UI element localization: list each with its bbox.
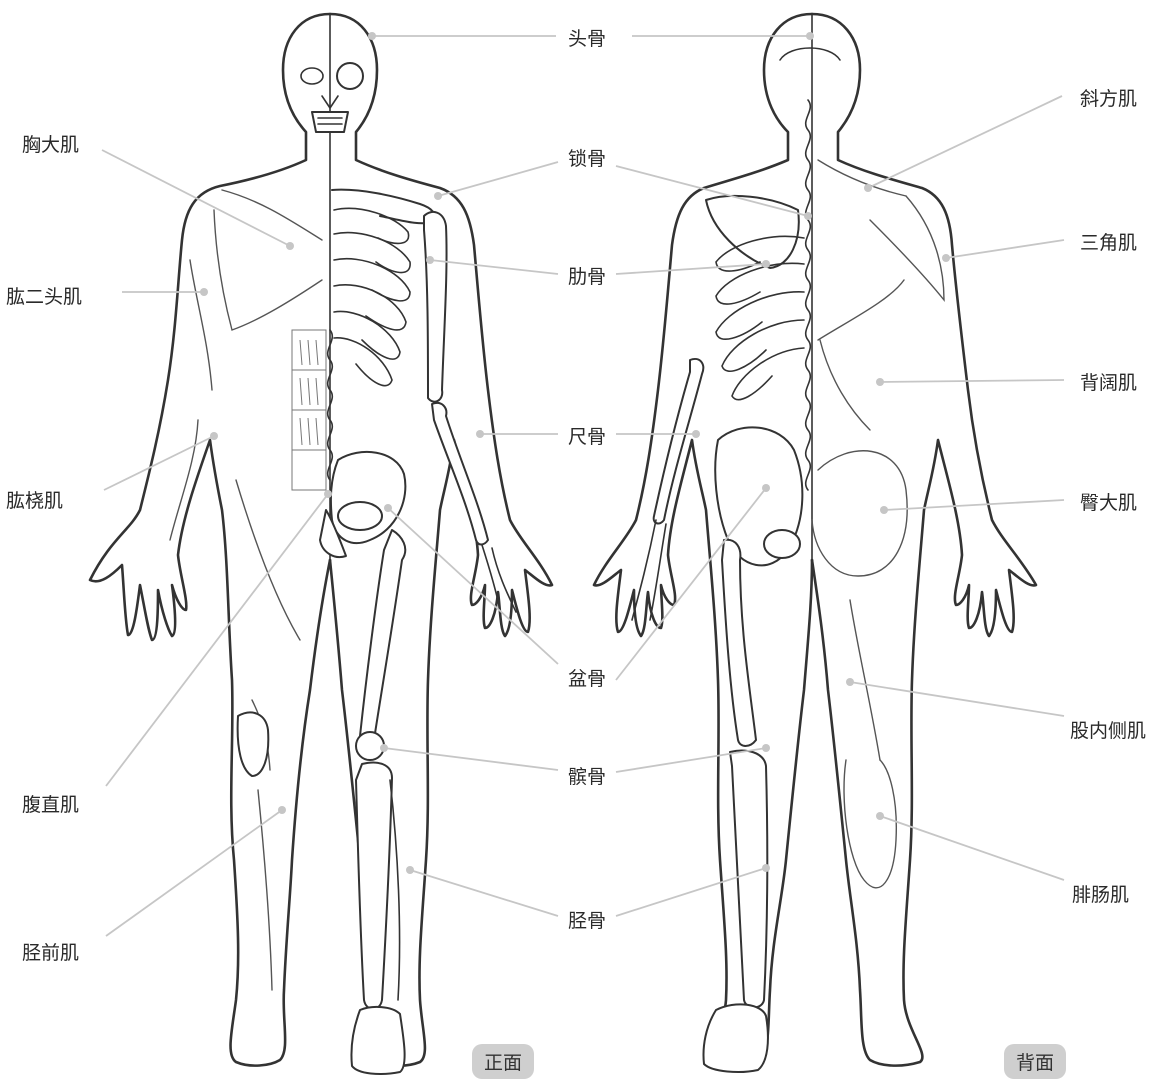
leader-tibialis: [106, 810, 282, 936]
leader-lines-left: [102, 150, 332, 936]
label-rectus-abdominis: 腹直肌: [22, 790, 79, 817]
label-trapezius: 斜方肌: [1080, 84, 1137, 111]
leader-rectus-abdominis: [106, 494, 328, 786]
label-brachioradialis: 肱桡肌: [6, 486, 63, 513]
label-patella: 髌骨: [568, 762, 606, 789]
back-figure: [594, 14, 1036, 1072]
label-skull: 头骨: [568, 24, 606, 51]
front-view-badge: 正面: [472, 1044, 534, 1079]
label-pectoralis: 胸大肌: [22, 130, 79, 157]
label-adductor: 股内侧肌: [1070, 716, 1146, 743]
leader-lines-right: [846, 96, 1064, 880]
leader-deltoid: [946, 240, 1064, 258]
label-clavicle: 锁骨: [568, 144, 606, 171]
label-tibia: 胫骨: [568, 906, 606, 933]
label-ulna: 尺骨: [568, 422, 606, 449]
leader-gluteus: [884, 500, 1064, 510]
label-gluteus: 臀大肌: [1080, 488, 1137, 515]
label-latissimus: 背阔肌: [1080, 368, 1137, 395]
leader-brachioradialis: [104, 436, 214, 490]
label-biceps: 肱二头肌: [6, 282, 82, 309]
label-deltoid: 三角肌: [1080, 228, 1137, 255]
label-rib: 肋骨: [568, 262, 606, 289]
leader-adductor: [850, 682, 1064, 716]
leader-gastrocnemius: [880, 816, 1064, 880]
label-gastrocnemius: 腓肠肌: [1072, 880, 1129, 907]
back-view-badge: 背面: [1004, 1044, 1066, 1079]
label-pelvis: 盆骨: [568, 664, 606, 691]
label-tibialis-anterior: 胫前肌: [22, 938, 79, 965]
leader-latissimus: [880, 380, 1064, 382]
leader-pectoralis: [102, 150, 290, 246]
front-figure: [90, 14, 552, 1074]
leader-trapezius: [868, 96, 1062, 188]
